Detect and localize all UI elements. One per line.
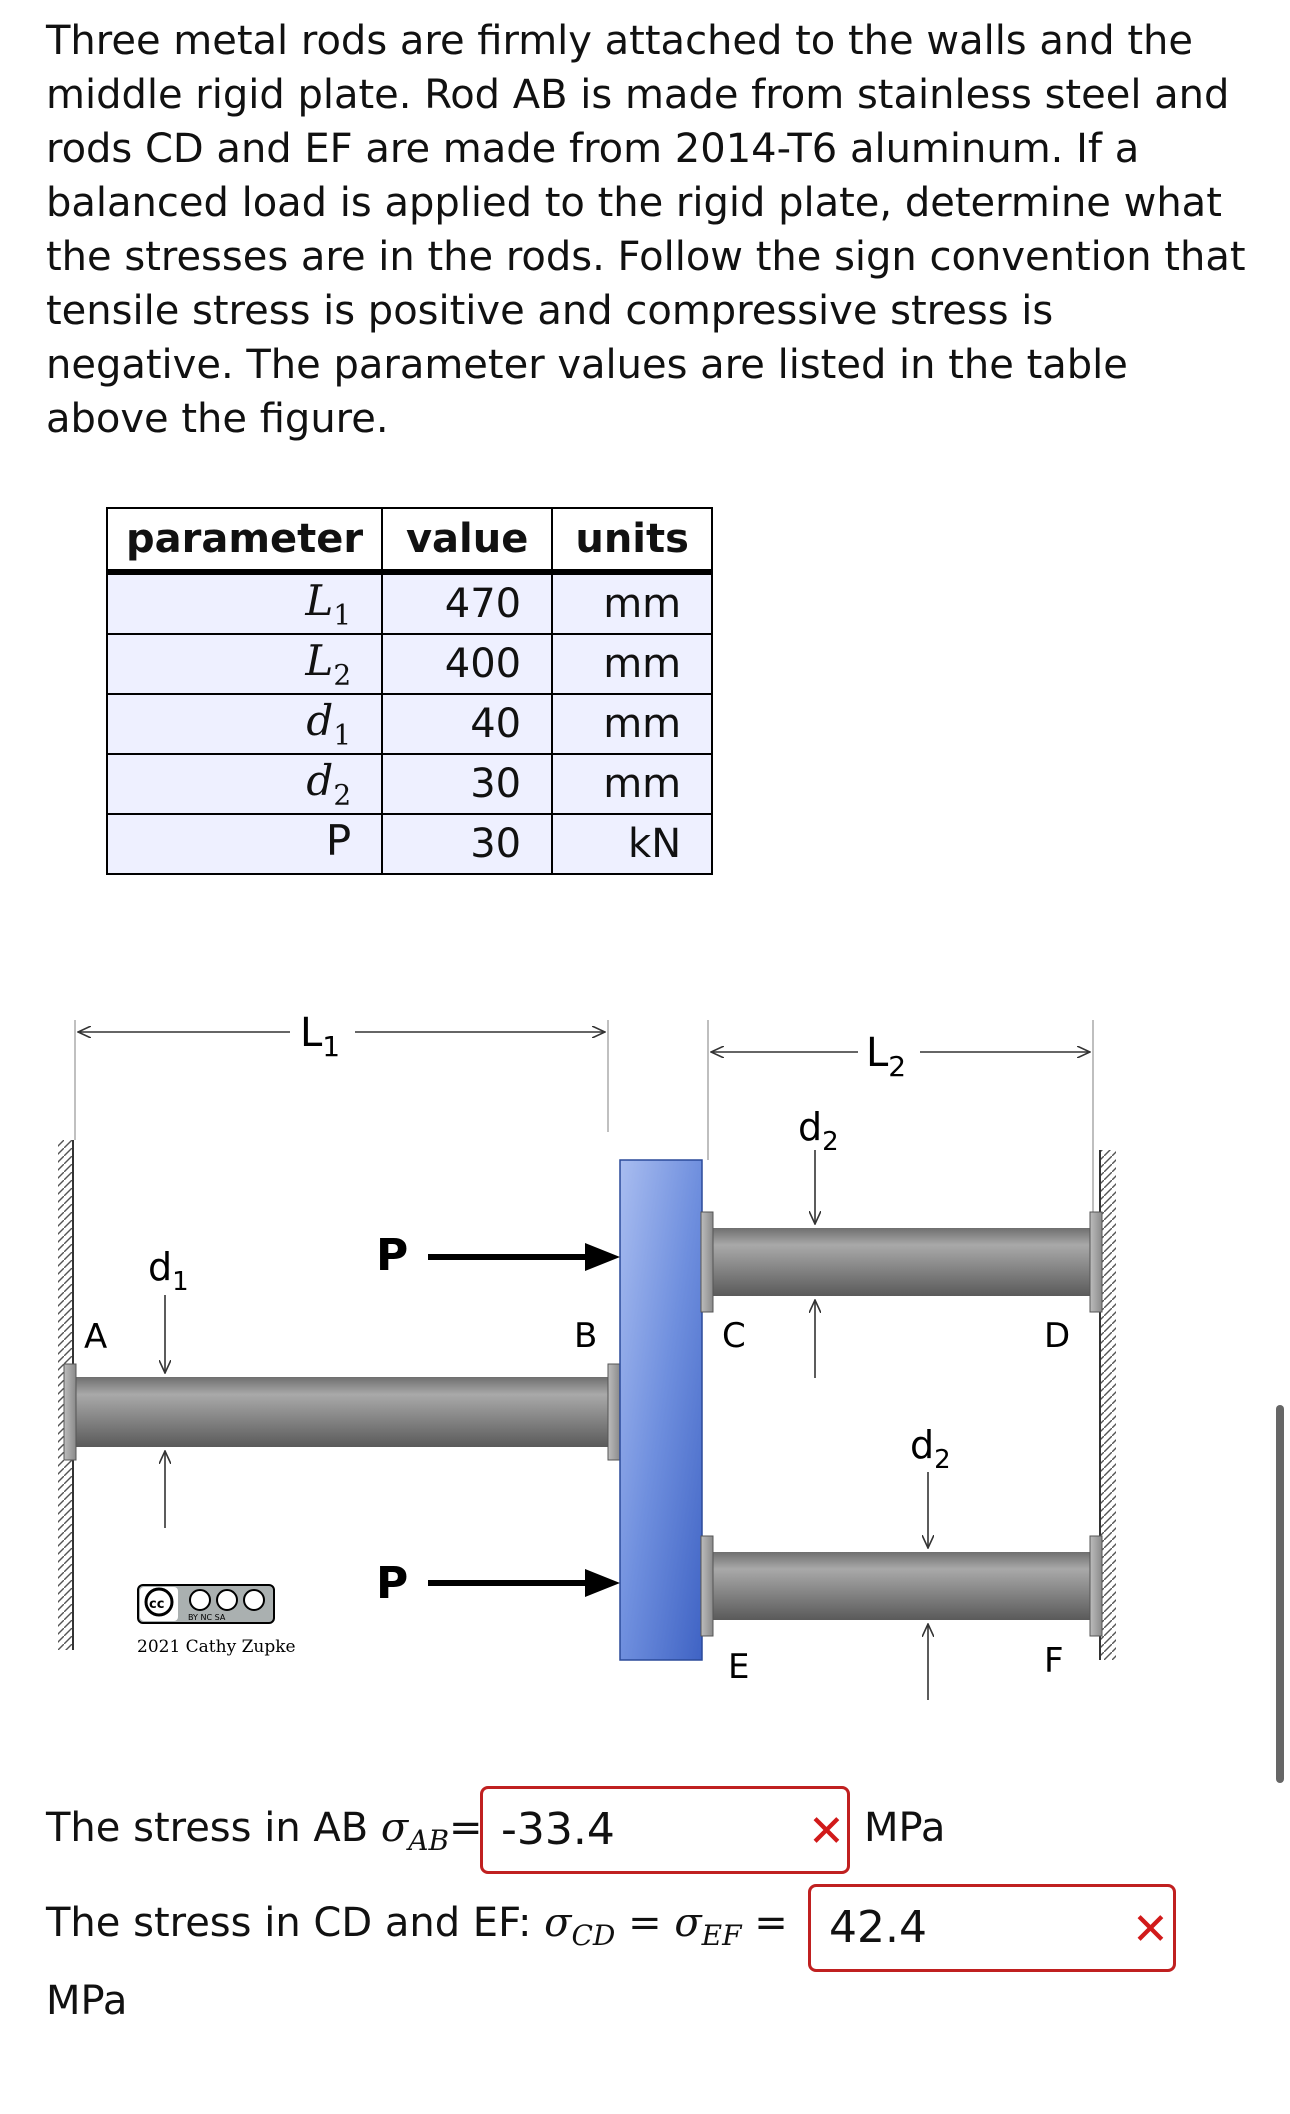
value-cell: 30 [381,813,554,875]
table-row: L1 470 mm [105,571,714,635]
rod-cd-plate-cap [700,1211,714,1313]
unit-cell: mm [551,753,714,815]
incorrect-icon-ab: ✕ [808,1806,845,1857]
stress-ab-unit: MPa [864,1805,946,1851]
rod-cd-wall-cap [1089,1211,1103,1313]
problem-statement: Three metal rods are firmly attached to … [46,18,1246,442]
load-arrow-top-head [585,1243,620,1271]
load-p-top-label: P [376,1230,408,1281]
rod-ef-plate-cap [700,1535,714,1637]
unit-cell: mm [551,571,714,635]
load-arrow-bottom-head [585,1569,620,1597]
point-f-label: F [1044,1641,1064,1681]
rod-ab-plate-cap [607,1363,621,1461]
cc-icon [144,1587,174,1617]
by-icon [189,1589,211,1611]
param-cell: L1 [105,571,384,635]
header-units: units [551,507,714,575]
value-cell: 40 [381,693,554,755]
table-row: d2 30 mm [105,753,714,815]
stress-ab-prompt: The stress in AB σAB= [46,1805,483,1857]
figure-credit: 2021 Cathy Zupke [137,1637,296,1657]
rod-ab-wall-cap [63,1363,77,1461]
value-cell: 470 [381,571,554,635]
table-header-row: parameter value units [105,507,714,575]
page-scrollbar[interactable] [1276,1405,1284,1783]
rod-ef-wall-cap [1089,1535,1103,1637]
table-row: P 30 kN [105,813,714,875]
stress-cdef-prompt: The stress in CD and EF: σCD = σEF = [46,1900,788,1952]
sigma-cd: σCD [544,1900,616,1952]
unit-cell: mm [551,693,714,755]
param-cell: P [105,813,384,875]
stress-cdef-unit: MPa [46,1978,128,2024]
table-row: L2 400 mm [105,633,714,695]
parameter-table: parameter value units L1 470 mm L2 400 m… [105,507,714,875]
cc-license-badge: cc BY NC SA [137,1584,275,1624]
table-row: d1 40 mm [105,693,714,755]
rod-ef [708,1552,1096,1620]
value-cell: 400 [381,633,554,695]
param-cell: d1 [105,693,384,755]
rod-assembly-figure: L1 L2 P P d1 d2 d2 A B C D E F cc [58,1010,1116,1700]
nc-icon [216,1589,238,1611]
license-tags: BY NC SA [188,1613,226,1622]
header-parameter: parameter [105,507,384,575]
sa-icon [243,1589,265,1611]
svg-text:cc: cc [149,1597,164,1612]
point-c-label: C [722,1316,746,1356]
dim-l1-label: L1 [300,1010,340,1063]
d1-label: d1 [148,1245,189,1297]
rod-cd [708,1228,1096,1296]
sigma-ab: σAB [380,1805,450,1857]
load-p-bottom-label: P [376,1558,408,1609]
stress-ab-input[interactable]: -33.4 [480,1786,850,1874]
d2-bottom-label: d2 [910,1423,951,1475]
unit-cell: mm [551,633,714,695]
unit-cell: kN [551,813,714,875]
point-b-label: B [574,1316,597,1356]
value-cell: 30 [381,753,554,815]
dim-l2-label: L2 [866,1030,906,1083]
stress-cdef-input[interactable]: 42.4 [808,1884,1176,1972]
param-cell: d2 [105,753,384,815]
rod-ab [75,1377,615,1447]
right-wall [1100,1150,1116,1660]
point-a-label: A [84,1317,107,1357]
sigma-ef: σEF [674,1900,742,1952]
incorrect-icon-cdef: ✕ [1132,1904,1169,1955]
point-e-label: E [728,1647,749,1687]
header-value: value [381,507,554,575]
point-d-label: D [1044,1316,1070,1356]
param-cell: L2 [105,633,384,695]
rigid-plate [619,1159,703,1661]
d2-top-label: d2 [798,1105,839,1157]
